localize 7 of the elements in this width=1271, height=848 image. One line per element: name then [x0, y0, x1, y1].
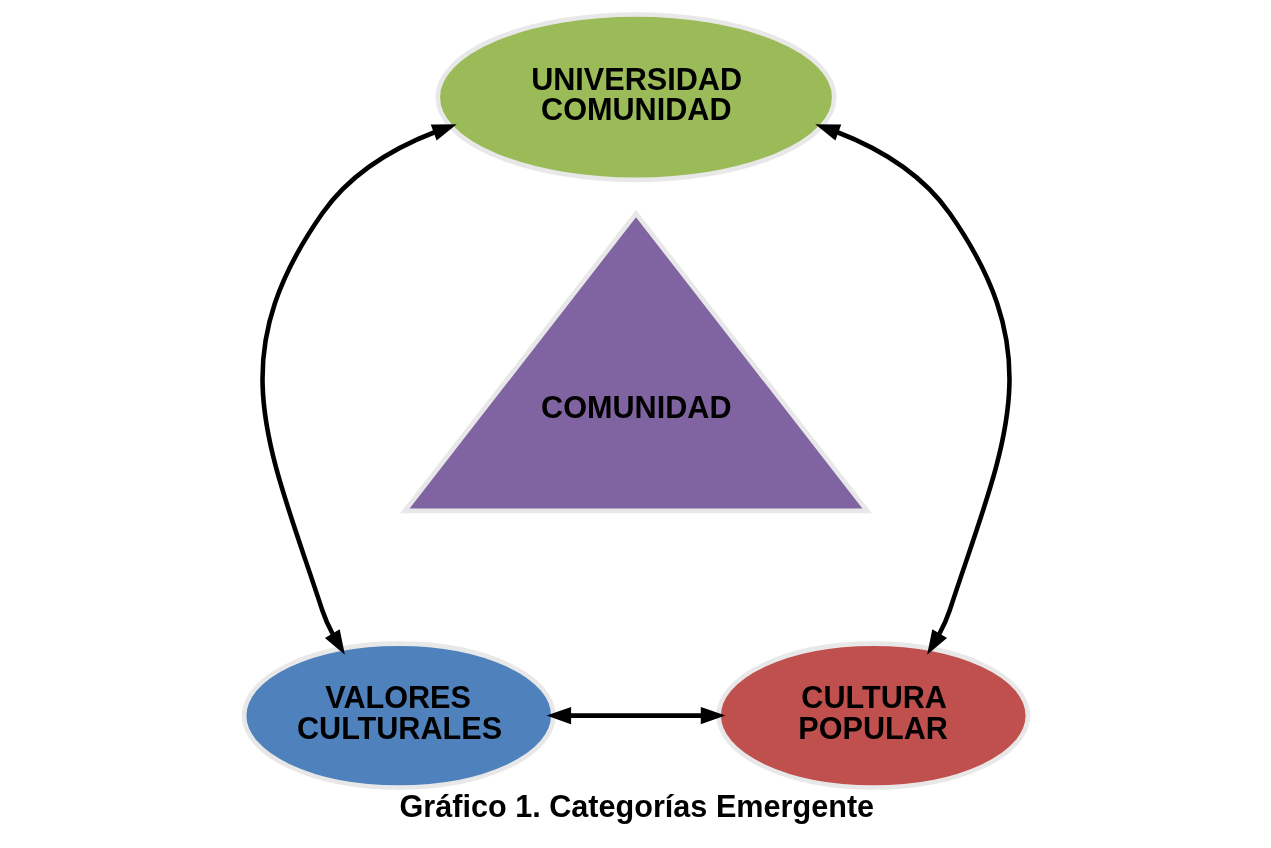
arrow: [814, 124, 1012, 655]
arrow: [259, 124, 457, 655]
arrow: [546, 707, 725, 725]
caption: Gráfico 1. Categorías Emergente: [399, 788, 874, 823]
node-ellipse: CULTURA POPULAR: [715, 641, 1030, 790]
node-ellipse: VALORES CULTURALES: [241, 641, 556, 790]
node-ellipse: UNIVERSIDAD COMUNIDAD: [434, 12, 837, 183]
